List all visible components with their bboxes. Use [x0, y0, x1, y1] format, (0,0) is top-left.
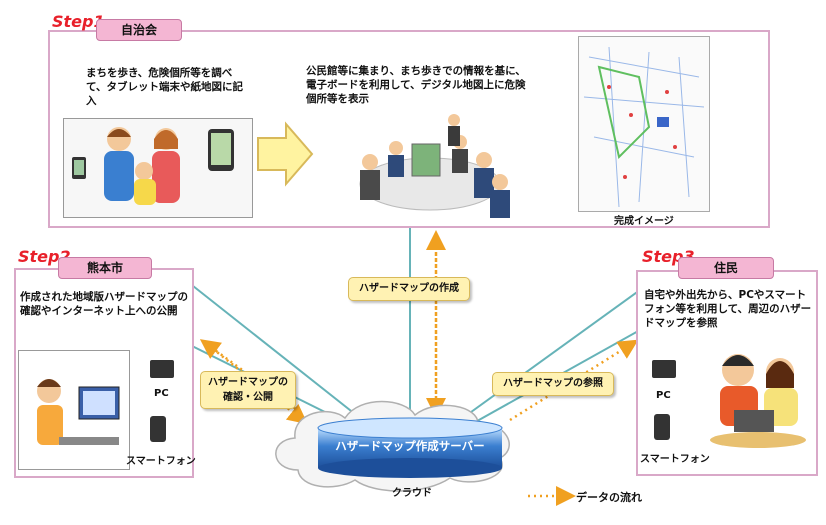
- step2-title-tab: 熊本市: [58, 257, 152, 279]
- smartphone-icon-step3: [654, 414, 670, 440]
- hazard-map-image: [578, 36, 710, 212]
- pc-icon-step3: [652, 360, 676, 378]
- step1-text-walk: まちを歩き、危険個所等を調べて、タブレット端末や紙地図に記入: [86, 67, 243, 107]
- pc-label-step2: PC: [154, 388, 169, 399]
- cloud-label: クラウド: [392, 488, 432, 499]
- legend-label: データの流れ: [576, 491, 642, 504]
- family-illustration: [63, 118, 253, 218]
- step3-text: 自宅や外出先から、PCやスマートフォン等を利用して、周辺のハザードマップを参照: [644, 289, 812, 329]
- server-label: ハザードマップ作成サーバー: [335, 439, 485, 453]
- step1-title-tab: 自治会: [96, 19, 182, 41]
- meeting-illustration: [350, 112, 516, 220]
- step2-text: 作成された地域版ハザードマップの確認やインターネット上への公開: [20, 291, 188, 317]
- pc-label-step3: PC: [656, 390, 671, 401]
- flow-create-box: ハザードマップの作成: [348, 277, 470, 301]
- flow-confirm-box: ハザードマップの 確認・公開: [200, 371, 296, 409]
- smartphone-label-step3: スマートフォン: [640, 454, 710, 465]
- smartphone-label-step2: スマートフォン: [126, 456, 196, 467]
- flow-refer-box: ハザードマップの参照: [492, 372, 614, 396]
- server-cylinder: [317, 417, 503, 478]
- office-worker-illustration: [18, 350, 130, 470]
- step1-text-meeting: 公民館等に集まり、まち歩きでの情報を基に、電子ボードを利用して、デジタル地図上に…: [306, 65, 526, 105]
- flow-confirm-line2: 確認・公開: [223, 392, 273, 403]
- residents-illustration: [704, 340, 812, 452]
- tablet-icon: [208, 129, 234, 171]
- step3-title-tab: 住民: [678, 257, 774, 279]
- pc-icon-step2: [150, 360, 174, 378]
- flow-confirm-line1: ハザードマップの: [208, 377, 288, 388]
- completion-image-caption: 完成イメージ: [614, 216, 674, 227]
- step2-label: Step2: [18, 247, 71, 266]
- step1-label: Step1: [52, 12, 105, 31]
- smartphone-icon-step2: [150, 416, 166, 442]
